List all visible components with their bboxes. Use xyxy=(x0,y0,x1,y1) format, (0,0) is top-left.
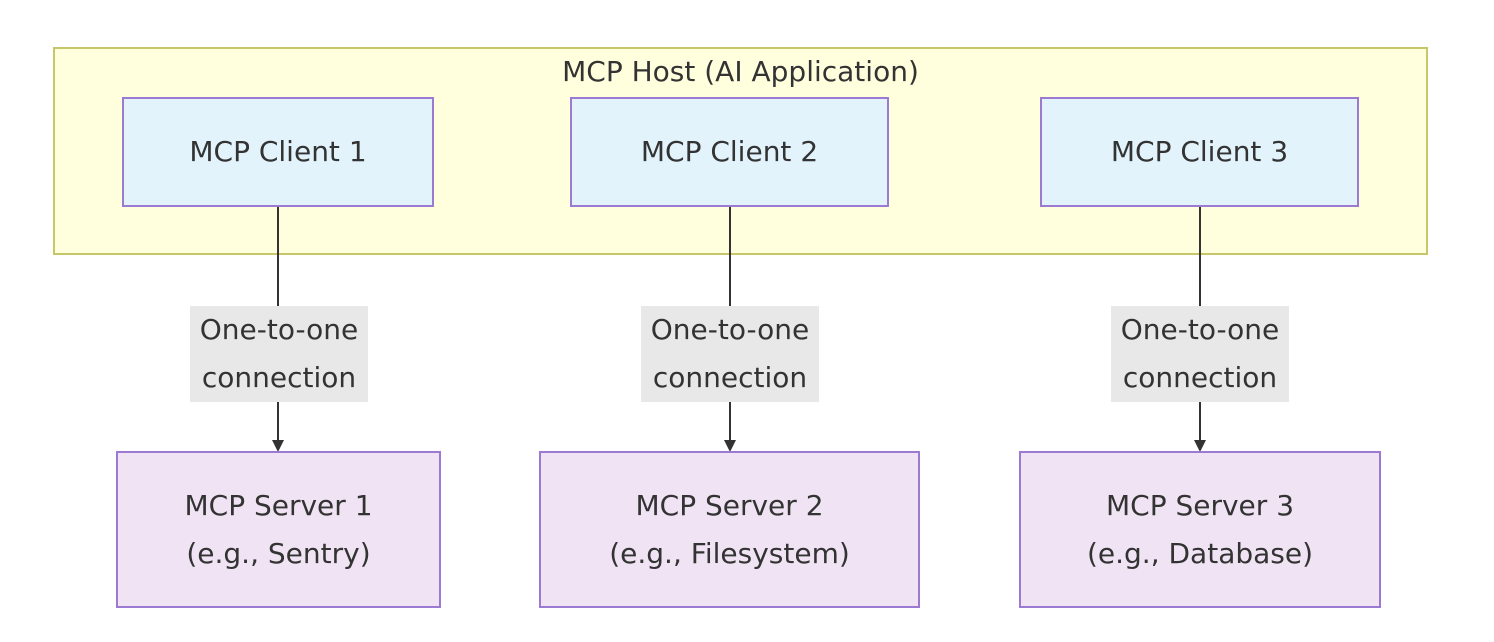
connection-label-3-line2: connection xyxy=(1122,361,1278,394)
mcp-host-title: MCP Host (AI Application) xyxy=(562,55,919,88)
connection-label-3-line1: One-to-one xyxy=(1120,313,1280,346)
connection-label-1: One-to-one connection xyxy=(190,306,368,402)
mcp-server-3-name: MCP Server 3 xyxy=(1105,488,1295,522)
connection-label-3: One-to-one connection xyxy=(1111,306,1289,402)
mcp-server-3: MCP Server 3 (e.g., Database) xyxy=(1019,451,1381,608)
mcp-server-2-name: MCP Server 2 xyxy=(635,488,824,522)
mcp-server-1: MCP Server 1 (e.g., Sentry) xyxy=(116,451,441,608)
mcp-client-1-label: MCP Client 1 xyxy=(189,135,367,168)
mcp-server-1-example: (e.g., Sentry) xyxy=(186,536,371,570)
connection-label-2-line2: connection xyxy=(652,361,808,394)
mcp-client-2: MCP Client 2 xyxy=(570,97,889,207)
mcp-server-1-name: MCP Server 1 xyxy=(184,488,373,522)
connection-label-2-line1: One-to-one xyxy=(650,313,810,346)
mcp-client-2-label: MCP Client 2 xyxy=(640,135,819,168)
connection-label-1-line1: One-to-one xyxy=(199,313,359,346)
mcp-client-3: MCP Client 3 xyxy=(1040,97,1359,207)
mcp-server-2-example: (e.g., Filesystem) xyxy=(609,536,850,570)
mcp-client-1: MCP Client 1 xyxy=(122,97,434,207)
mcp-server-3-example: (e.g., Database) xyxy=(1086,536,1314,570)
mcp-client-3-label: MCP Client 3 xyxy=(1110,135,1289,168)
mcp-server-2: MCP Server 2 (e.g., Filesystem) xyxy=(539,451,920,608)
connection-label-2: One-to-one connection xyxy=(641,306,819,402)
connection-label-1-line2: connection xyxy=(201,361,357,394)
